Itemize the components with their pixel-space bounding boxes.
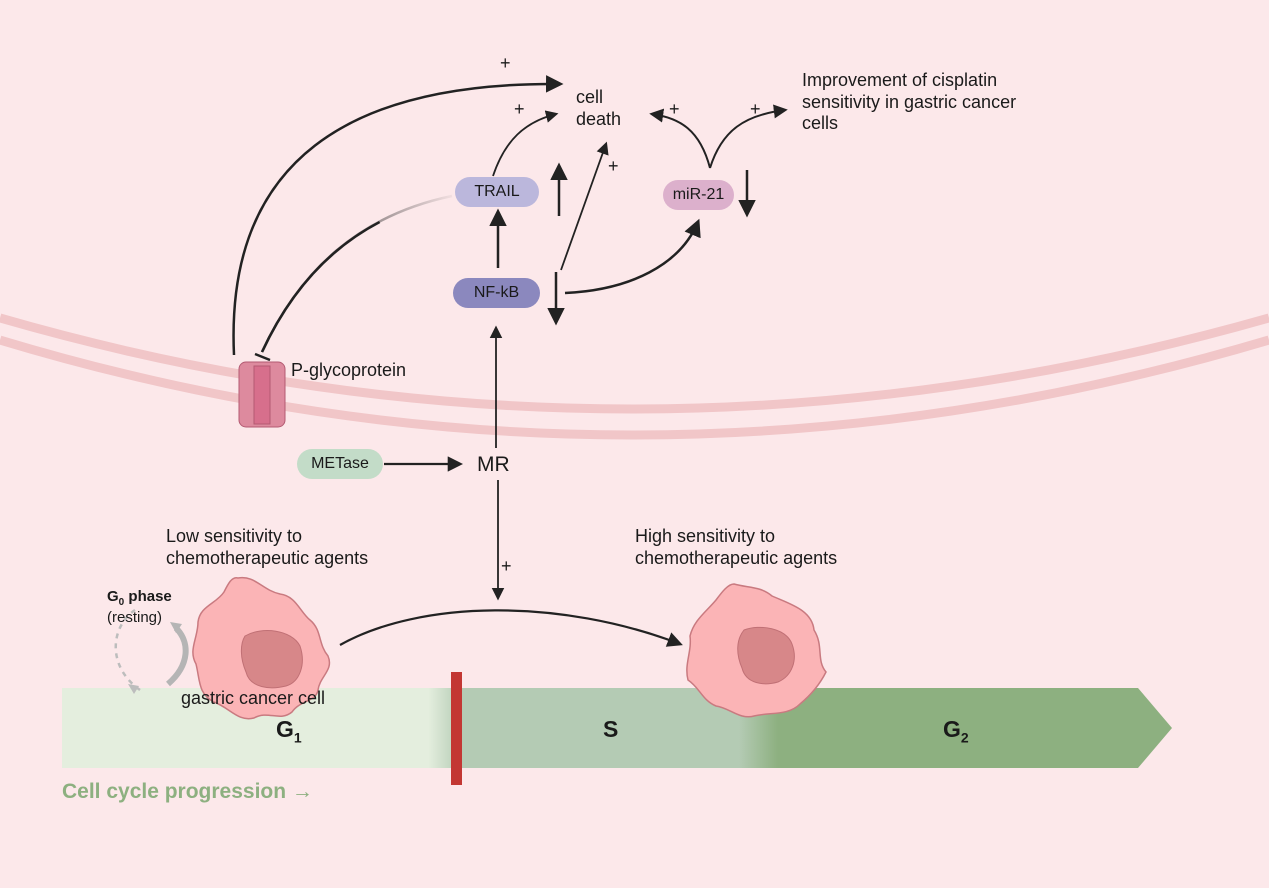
p-glycoprotein-channel xyxy=(238,361,286,428)
plus-sign-pgp: + xyxy=(500,53,511,73)
arrow-nfkb-to-cell-death xyxy=(560,141,609,271)
improvement-label: Improvement of cisplatin sensitivity in … xyxy=(802,70,1016,135)
arrow-pgp-to-cell-death xyxy=(232,75,564,356)
pgp-label: P-glycoprotein xyxy=(291,360,407,380)
phase-g1-label: G1 xyxy=(276,716,302,746)
cell-cycle-progression-label: Cell cycle progression → xyxy=(62,780,313,803)
restriction-checkpoint xyxy=(451,672,462,785)
mir21-node: miR-21 xyxy=(663,180,734,210)
trail-node: TRAIL xyxy=(455,177,539,207)
cell-cycle-bar xyxy=(62,688,1172,768)
mr-label: MR xyxy=(477,453,510,476)
high-sensitivity-line-2: chemotherapeutic agents xyxy=(635,547,838,568)
phase-g2-label: G2 xyxy=(943,716,969,746)
phase-g1-subscript: 1 xyxy=(293,729,302,746)
inhibit-trail-to-pgp xyxy=(260,194,453,353)
plus-sign-mir21-death: + xyxy=(669,99,680,119)
gastric-cancer-cell-low xyxy=(192,576,331,720)
phase-s-label: S xyxy=(603,716,619,742)
arrow-trail-to-cell-death xyxy=(492,110,559,177)
g0-phase-label: G0 phase (resting) xyxy=(107,588,172,627)
inhibit-bar xyxy=(254,352,271,362)
high-sensitivity-line-1: High sensitivity to xyxy=(635,526,776,546)
gastric-cancer-cell-label: gastric cancer cell xyxy=(181,688,326,708)
high-sensitivity-label: High sensitivity to chemotherapeutic age… xyxy=(635,526,837,569)
phase-g1-letter: G xyxy=(276,716,294,742)
improvement-line-3: cells xyxy=(802,113,839,134)
cell-death-line-1: cell xyxy=(576,87,604,107)
arrow-cell-transition xyxy=(339,609,683,647)
arrow-mir21-to-cell-death xyxy=(649,108,711,169)
arrow-mir21-to-improvement xyxy=(709,104,788,169)
low-sensitivity-line-2: chemotherapeutic agents xyxy=(166,547,369,568)
arrow-nfkb-to-mir21 xyxy=(564,218,701,295)
metase-node: METase xyxy=(297,449,383,479)
g0-letter: G xyxy=(107,588,119,605)
nfkb-node: NF-kB xyxy=(453,278,540,308)
plus-sign-mir21-improvement: + xyxy=(750,99,761,119)
plus-sign-trail: + xyxy=(514,99,525,119)
g0-suffix: phase xyxy=(124,588,172,605)
low-sensitivity-line-1: Low sensitivity to xyxy=(166,526,303,546)
gastric-cancer-cell-high xyxy=(686,583,827,718)
g0-cycle-loop xyxy=(114,608,189,694)
phase-g2-subscript: 2 xyxy=(960,729,969,746)
cell-death-line-2: death xyxy=(576,108,622,129)
improvement-line-1: Improvement of cisplatin xyxy=(802,70,998,90)
g0-subscript: 0 xyxy=(118,597,125,608)
plus-sign-nfkb: + xyxy=(608,156,619,176)
g0-note: (resting) xyxy=(107,609,163,626)
low-sensitivity-label: Low sensitivity to chemotherapeutic agen… xyxy=(166,526,368,569)
phase-g2-letter: G xyxy=(943,716,961,742)
cell-death-label: cell death xyxy=(576,87,621,130)
plus-sign-mr: + xyxy=(501,556,512,576)
cell-membrane xyxy=(0,313,1269,440)
improvement-line-2: sensitivity in gastric cancer xyxy=(802,91,1017,112)
